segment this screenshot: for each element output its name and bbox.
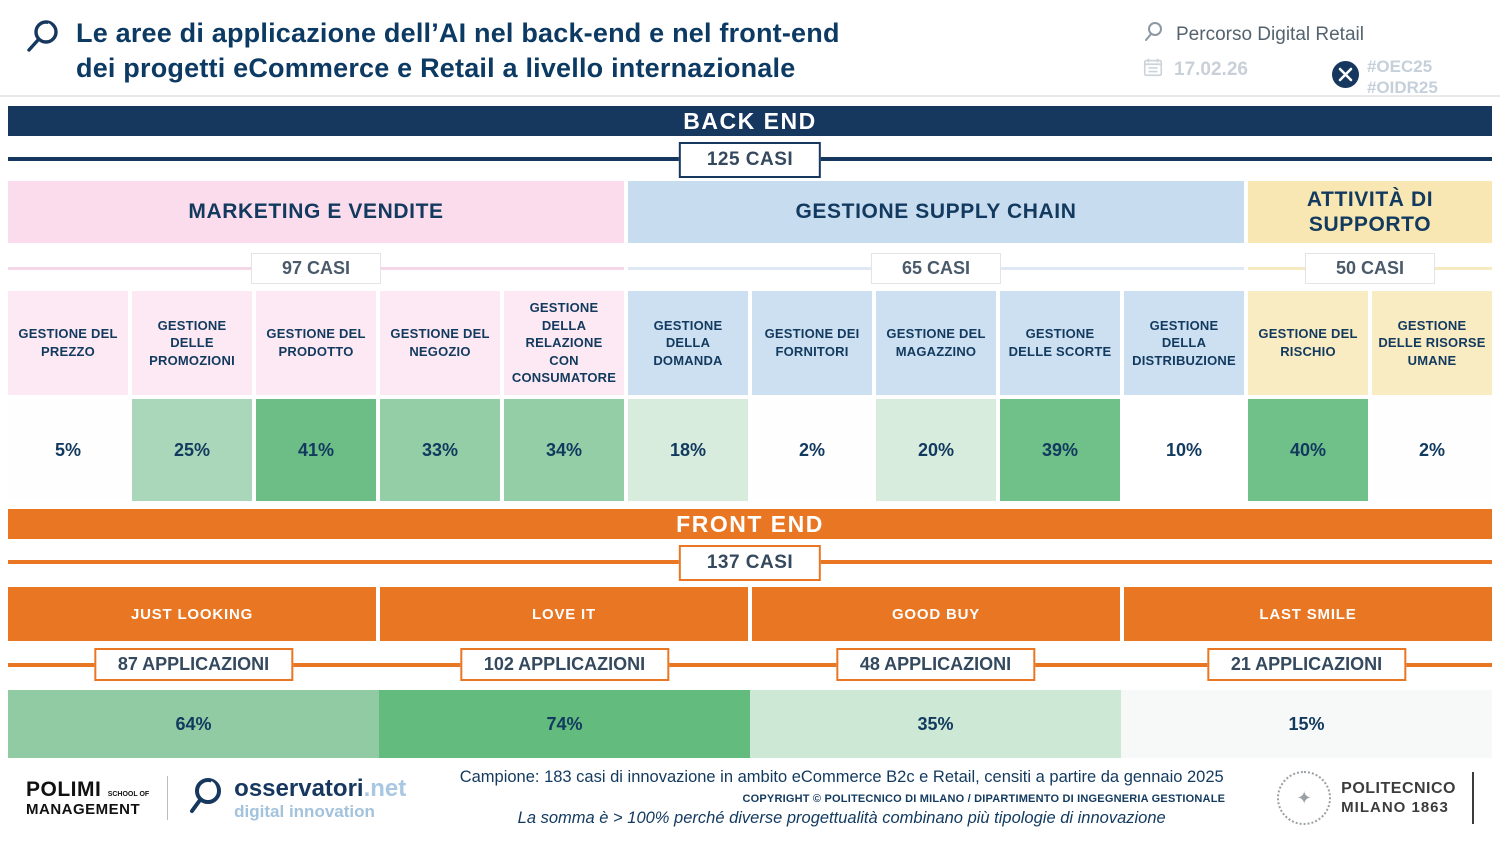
column-header: GESTIONE DELLA RELAZIONE CON CONSUMATORE (504, 291, 624, 395)
hashtags: #OEC25 #OIDR25 (1367, 56, 1438, 99)
value-cell: 35% (750, 690, 1121, 758)
apps-badge-last-smile: 21 APPLICAZIONI (1206, 648, 1407, 681)
column-header: GESTIONE DELLE SCORTE (1000, 291, 1120, 395)
header: Le aree di applicazione dell’AI nel back… (0, 0, 1500, 97)
osservatori-logo: osservatori.net digital innovation (186, 775, 406, 822)
column-header: GESTIONE DEL RISCHIO (1248, 291, 1368, 395)
apps-badge-love-it: 102 APPLICAZIONI (459, 648, 670, 681)
value-cell: 20% (876, 399, 996, 501)
x-social-icon (1331, 61, 1359, 93)
backend-group-headers: MARKETING E VENDITE GESTIONE SUPPLY CHAI… (8, 181, 1492, 243)
group-header-supply-chain: GESTIONE SUPPLY CHAIN (628, 181, 1244, 243)
frontend-segments: JUST LOOKING LOVE IT GOOD BUY LAST SMILE (8, 587, 1492, 641)
backend-total-row: 125 CASI (8, 141, 1492, 178)
segment-just-looking: JUST LOOKING (8, 587, 376, 641)
copyright-note: COPYRIGHT © POLITECNICO DI MILANO / DIPA… (742, 793, 1226, 805)
program-label: Percorso Digital Retail (1176, 24, 1364, 45)
backend-group-badges: 97 CASI 65 CASI 50 CASI (8, 251, 1492, 287)
sum-note: La somma è > 100% perché diverse progett… (517, 809, 1166, 827)
hashtag-oec25: #OEC25 (1366, 57, 1433, 76)
group-badge-cell-supply: 65 CASI (628, 251, 1244, 287)
supporto-cases-badge: 50 CASI (1304, 253, 1436, 284)
column-header: GESTIONE DEI FORNITORI (752, 291, 872, 395)
column-header: GESTIONE DELLE RISORSE UMANE (1372, 291, 1492, 395)
value-cell: 40% (1248, 399, 1368, 501)
value-cell: 15% (1121, 690, 1492, 758)
value-cell: 2% (752, 399, 872, 501)
frontend-total-row: 137 CASI (8, 544, 1492, 581)
group-header-marketing: MARKETING E VENDITE (8, 181, 624, 243)
frontend-apps-line (8, 663, 1492, 667)
politecnico-milano-logo: ✦ POLITECNICO MILANO 1863 (1277, 771, 1474, 825)
value-cell: 10% (1124, 399, 1244, 501)
column-header: GESTIONE DELLE PROMOZIONI (132, 291, 252, 395)
search-icon (1142, 20, 1166, 50)
date-label: 17.02.26 (1174, 59, 1248, 80)
value-cell: 64% (8, 690, 379, 758)
divider (1472, 772, 1474, 824)
column-header: GESTIONE DEL PRODOTTO (256, 291, 376, 395)
value-cell: 33% (380, 399, 500, 501)
column-header: GESTIONE DEL NEGOZIO (380, 291, 500, 395)
value-cell: 18% (628, 399, 748, 501)
calendar-icon (1142, 56, 1164, 84)
magnifier-logo-icon (22, 16, 64, 67)
column-header: GESTIONE DEL MAGAZZINO (876, 291, 996, 395)
column-header: GESTIONE DEL PREZZO (8, 291, 128, 395)
group-header-supporto: ATTIVITÀ DI SUPPORTO (1248, 181, 1492, 243)
value-cell: 25% (132, 399, 252, 501)
group-badge-cell-marketing: 97 CASI (8, 251, 624, 287)
frontend-total-badge: 137 CASI (678, 545, 822, 581)
segment-love-it: LOVE IT (380, 587, 748, 641)
backend-total-badge: 125 CASI (678, 142, 822, 178)
hashtag-oidr25: #OIDR25 (1366, 78, 1438, 98)
frontend-apps-row: 87 APPLICAZIONI 102 APPLICAZIONI 48 APPL… (8, 647, 1492, 685)
value-cell: 2% (1372, 399, 1492, 501)
value-cell: 39% (1000, 399, 1120, 501)
supply-cases-badge: 65 CASI (870, 253, 1002, 284)
divider (167, 776, 169, 820)
osservatori-magnifier-icon (186, 775, 226, 822)
frontend-values: 64% 74% 35% 15% (8, 690, 1492, 758)
value-cell: 34% (504, 399, 624, 501)
segment-last-smile: LAST SMILE (1124, 587, 1492, 641)
apps-badge-just-looking: 87 APPLICAZIONI (93, 648, 294, 681)
group-badge-cell-supporto: 50 CASI (1248, 251, 1492, 287)
backend-column-headers: GESTIONE DEL PREZZO GESTIONE DELLE PROMO… (8, 287, 1492, 395)
apps-badge-good-buy: 48 APPLICAZIONI (835, 648, 1036, 681)
page-title: Le aree di applicazione dell’AI nel back… (76, 18, 840, 84)
frontend-section-header: FRONT END (8, 509, 1492, 539)
backend-section-header: BACK END (8, 106, 1492, 136)
segment-good-buy: GOOD BUY (752, 587, 1120, 641)
polimi-school-of-management-logo: POLIMI SCHOOL OF MANAGEMENT (26, 778, 150, 818)
column-header: GESTIONE DELLA DOMANDA (628, 291, 748, 395)
sample-note: Campione: 183 casi di innovazione in amb… (459, 768, 1224, 786)
column-header: GESTIONE DELLA DISTRIBUZIONE (1124, 291, 1244, 395)
politecnico-seal-icon: ✦ (1277, 771, 1332, 825)
footer: POLIMI SCHOOL OF MANAGEMENT osservatori.… (0, 758, 1500, 834)
backend-values: 5% 25% 41% 33% 34% 18% 2% 20% 39% 10% 40… (8, 399, 1492, 501)
value-cell: 41% (256, 399, 376, 501)
value-cell: 74% (379, 690, 750, 758)
marketing-cases-badge: 97 CASI (250, 253, 382, 284)
value-cell: 5% (8, 399, 128, 501)
